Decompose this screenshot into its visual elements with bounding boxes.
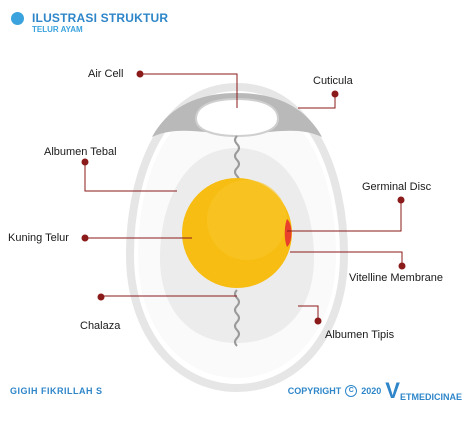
- albumen-tebal-leader: [84, 162, 177, 192]
- chalaza-upper: [234, 135, 240, 185]
- germinal-disc: [284, 219, 292, 247]
- germinal-disc-marker: [397, 196, 405, 204]
- vitelline-leader: [290, 251, 403, 266]
- cuticula-marker: [331, 90, 339, 98]
- kuning-telur-marker: [81, 234, 89, 242]
- label-cuticula: Cuticula: [313, 75, 353, 87]
- author-credit: GIGIH FIKRILLAH S: [10, 386, 103, 396]
- air-cell-inner: [194, 97, 280, 138]
- page-subtitle: TELUR AYAM: [32, 25, 83, 34]
- brand-logo-initial: V: [385, 378, 400, 403]
- title-bullet-icon: [11, 12, 24, 25]
- copyright-block: COPYRIGHT C 2020 V ETMEDICINAE: [287, 378, 462, 403]
- label-albumen-tipis: Albumen Tipis: [325, 329, 395, 341]
- page-title: ILUSTRASI STRUKTUR: [32, 11, 169, 25]
- cuticula-leader: [298, 94, 336, 109]
- copyright-icon: C: [345, 385, 358, 397]
- label-kuning-telur: Kuning Telur: [8, 232, 69, 244]
- copyright-word: COPYRIGHT: [287, 386, 342, 396]
- air-cell-leader: [140, 73, 238, 108]
- label-air-cell: Air Cell: [88, 68, 124, 80]
- chalaza-marker: [97, 293, 105, 301]
- label-albumen-tebal: Albumen Tebal: [44, 146, 117, 158]
- germinal-disc-leader: [287, 200, 402, 232]
- copyright-year: 2020: [361, 386, 382, 396]
- yolk-highlight: [207, 180, 287, 260]
- brand-logo: V ETMEDICINAE: [385, 378, 462, 403]
- albumen-tebal-marker: [81, 158, 89, 166]
- chalaza-lower: [234, 289, 240, 347]
- vitelline-marker: [398, 262, 406, 270]
- air-cell-marker: [136, 70, 144, 78]
- brand-logo-text: ETMEDICINAE: [399, 392, 462, 402]
- albumen-tipis-marker: [314, 317, 322, 325]
- label-chalaza: Chalaza: [80, 320, 121, 332]
- albumen-tipis-leader: [298, 305, 319, 321]
- label-germinal-disc: Germinal Disc: [362, 181, 432, 193]
- label-vitelline-membrane: Vitelline Membrane: [349, 272, 443, 284]
